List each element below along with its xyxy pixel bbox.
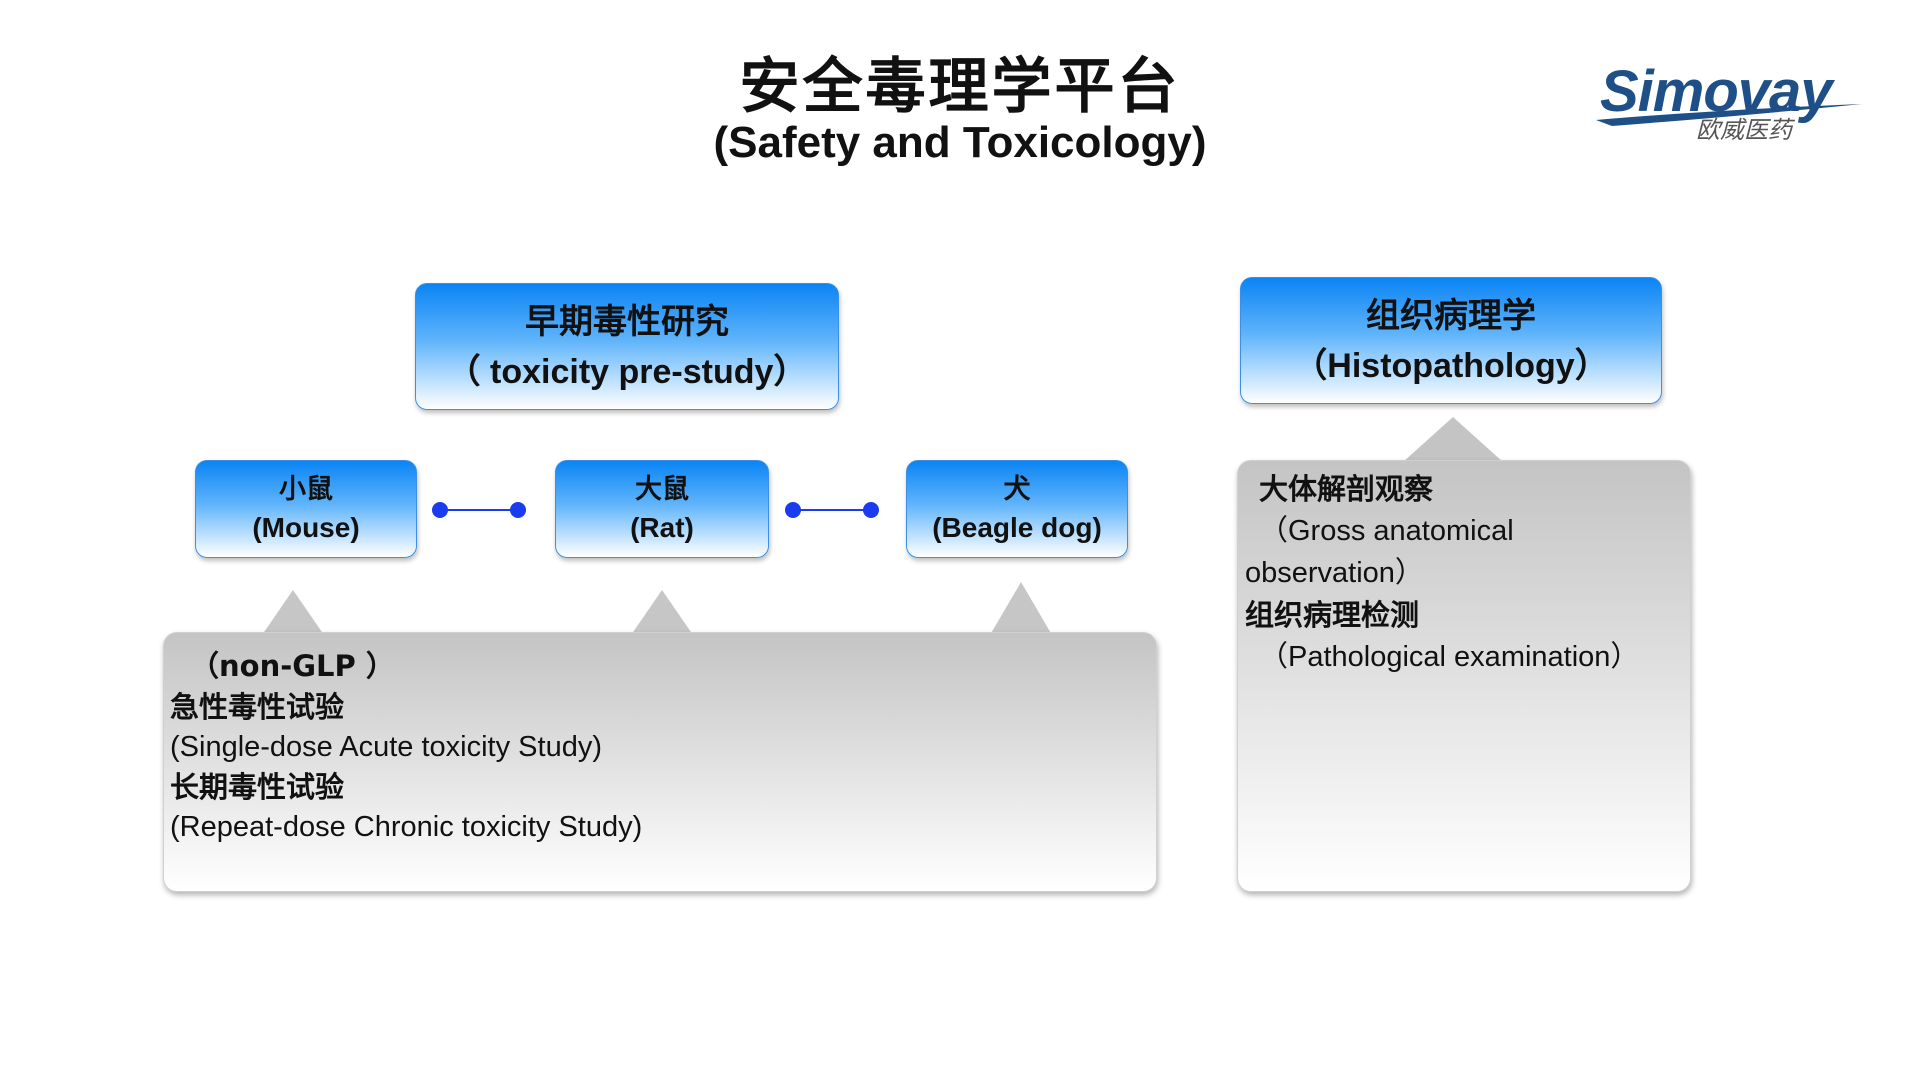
callout-pointer-dog [990, 582, 1052, 635]
connector-rat-dog [785, 502, 879, 518]
chronic-study-zh: 长期毒性试验 [170, 770, 345, 804]
pre-study-box: 早期毒性研究 （ toxicity pre-study） [415, 283, 839, 410]
histopathology-box: 组织病理学 （Histopathology） [1240, 277, 1662, 404]
connector-mouse-rat [432, 502, 526, 518]
pre-study-title: 早期毒性研究 [525, 301, 729, 342]
gross-observation-zh: 大体解剖观察 [1259, 472, 1434, 506]
species-dog-zh: 犬 [1003, 474, 1031, 505]
acute-study-zh: 急性毒性试验 [170, 690, 345, 724]
histopathology-subtitle: （Histopathology） [1293, 346, 1609, 385]
pathology-exam-en: （Pathological examination） [1259, 641, 1640, 673]
species-dog-en: (Beagle dog) [932, 512, 1102, 543]
logo-subtitle: 欧威医药 [1696, 116, 1792, 144]
toxicity-studies-callout [163, 632, 1157, 892]
logo-swoosh-icon [1596, 104, 1862, 126]
gross-observation-en-1: （Gross anatomical [1259, 515, 1514, 547]
species-box-dog: 犬 (Beagle dog) [906, 460, 1128, 558]
page-subtitle: (Safety and Toxicology) [713, 118, 1207, 167]
callout-pointer-rat [631, 590, 693, 635]
toxicity-studies-text: （non-GLP ） 急性毒性试验 (Single-dose Acute tox… [170, 645, 642, 847]
chronic-study-en: (Repeat-dose Chronic toxicity Study) [170, 811, 643, 843]
histopathology-title: 组织病理学 [1366, 295, 1536, 336]
histopathology-text: 大体解剖观察 （Gross anatomical observation） 组织… [1245, 468, 1639, 678]
callout-pointer-mouse [262, 590, 324, 635]
pre-study-subtitle: （ toxicity pre-study） [446, 352, 808, 391]
species-mouse-en: (Mouse) [252, 512, 360, 543]
species-rat-en: (Rat) [630, 512, 694, 543]
callout-pointer-histopathology [1403, 417, 1503, 462]
species-mouse-zh: 小鼠 [279, 474, 333, 505]
histopathology-callout [1237, 460, 1691, 892]
company-logo: Simovay 欧威医药 [1596, 58, 1870, 148]
pathology-exam-zh: 组织病理检测 [1245, 598, 1420, 632]
non-glp-label: （non-GLP ） [190, 649, 395, 683]
species-box-mouse: 小鼠 (Mouse) [195, 460, 417, 558]
species-rat-zh: 大鼠 [635, 474, 689, 505]
acute-study-en: (Single-dose Acute toxicity Study) [170, 731, 602, 763]
page-title: 安全毒理学平台 [739, 52, 1181, 122]
gross-observation-en-2: observation） [1245, 557, 1424, 589]
species-box-rat: 大鼠 (Rat) [555, 460, 769, 558]
